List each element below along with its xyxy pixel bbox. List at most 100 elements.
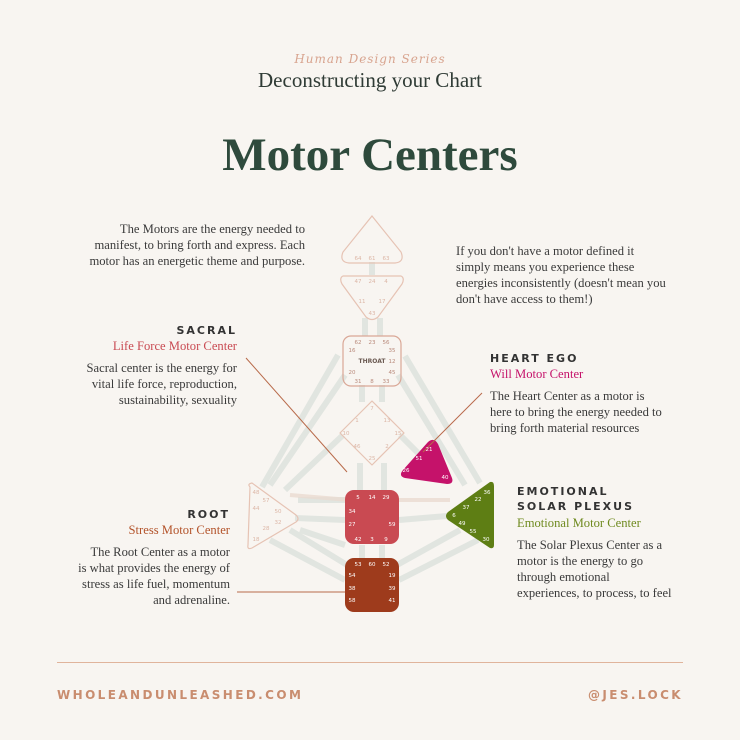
gate-label: 23: [369, 340, 376, 346]
heart-info: HEART EGO Will Motor Center The Heart Ce…: [490, 352, 690, 436]
gate-label: 33: [383, 379, 390, 385]
heart-subheading: Will Motor Center: [490, 367, 584, 381]
gate-label: 11: [359, 299, 366, 305]
gate-label: 3: [370, 537, 374, 543]
channel-lines: [259, 262, 483, 583]
gate-label: 36: [484, 490, 491, 496]
solar-subheading: Emotional Motor Center: [517, 516, 641, 530]
gate-label: 30: [483, 537, 490, 543]
gate-label: 1: [355, 418, 359, 424]
gate-label: 32: [275, 520, 282, 526]
gate-label: 34: [349, 509, 356, 515]
sacral-info: SACRAL Life Force Motor Center Sacral ce…: [60, 324, 237, 408]
gate-label: 47: [355, 279, 362, 285]
root-subheading: Stress Motor Center: [128, 523, 230, 537]
footer-divider: [57, 662, 683, 663]
heart-center: [400, 439, 453, 484]
gate-label: 10: [343, 431, 350, 437]
root-info: ROOT Stress Motor Center The Root Center…: [60, 508, 230, 608]
gate-label: 14: [369, 495, 376, 501]
gate-label: 64: [355, 256, 362, 262]
gate-label: 56: [383, 340, 390, 346]
head-center: [341, 215, 403, 264]
gate-label: 16: [349, 348, 356, 354]
gate-label: 59: [389, 522, 396, 528]
gate-label: 29: [383, 495, 390, 501]
gate-label: 26: [403, 468, 410, 474]
page-subtitle: Deconstructing your Chart: [258, 68, 482, 92]
gate-label: 55: [470, 529, 477, 535]
throat-label: THROAT: [359, 358, 387, 365]
gate-label: 45: [389, 370, 396, 376]
gate-label: 35: [389, 348, 396, 354]
sacral-subheading: Life Force Motor Center: [112, 339, 237, 353]
root-center: [345, 558, 399, 612]
gate-label: 17: [379, 299, 386, 305]
sacral-heading: SACRAL: [176, 324, 237, 337]
gate-label: 40: [442, 475, 449, 481]
solar-plexus-center: [446, 481, 494, 549]
gate-label: 38: [349, 586, 356, 592]
heart-heading: HEART EGO: [490, 352, 579, 365]
gate-label: 50: [275, 509, 282, 515]
gate-label: 24: [369, 279, 376, 285]
solar-plexus-info: EMOTIONAL SOLAR PLEXUS Emotional Motor C…: [517, 485, 707, 601]
gate-label: 44: [253, 506, 260, 512]
gate-label: 13: [384, 418, 391, 424]
spleen-center: [247, 482, 299, 550]
gate-label: 51: [416, 456, 423, 462]
gate-label: 18: [253, 537, 260, 543]
heart-leader-line: [422, 392, 483, 453]
throat-center: [342, 335, 402, 387]
gate-label: 7: [370, 406, 374, 412]
gate-label: 27: [349, 522, 356, 528]
gate-label: 37: [463, 505, 470, 511]
gate-label: 20: [349, 370, 356, 376]
gate-label: 4: [384, 279, 388, 285]
gate-label: 31: [355, 379, 362, 385]
gate-label: 21: [426, 447, 433, 453]
gate-label: 2: [385, 444, 389, 450]
solar-heading-line1: EMOTIONAL: [517, 485, 609, 498]
solar-heading-line2: SOLAR PLEXUS: [517, 500, 635, 513]
gate-label: 5: [356, 495, 360, 501]
root-heading: ROOT: [187, 508, 230, 521]
gate-label: 12: [389, 359, 396, 365]
gate-label: 46: [354, 444, 361, 450]
g-center: [339, 400, 405, 466]
gate-label: 15: [395, 431, 402, 437]
gate-label: 63: [383, 256, 390, 262]
sacral-leader-line: [245, 357, 348, 473]
gate-label: 42: [355, 537, 362, 543]
gate-label: 58: [349, 598, 356, 604]
gate-label: 6: [452, 513, 456, 519]
gate-label: 60: [369, 562, 376, 568]
gate-label: 28: [263, 526, 270, 532]
gate-label: 54: [349, 573, 356, 579]
gate-label: 22: [475, 497, 482, 503]
series-label: Human Design Series: [294, 52, 446, 66]
gate-label: 62: [355, 340, 362, 346]
gate-label: 8: [370, 379, 374, 385]
footer-handle[interactable]: @JES.LOCK: [588, 688, 683, 702]
gate-label: 43: [369, 311, 376, 317]
gate-label: 49: [459, 521, 466, 527]
gate-label: 57: [263, 498, 270, 504]
gate-label: 9: [384, 537, 388, 543]
gate-label: 39: [389, 586, 396, 592]
ajna-center: [340, 275, 404, 321]
gate-label: 61: [369, 256, 376, 262]
gate-label: 41: [389, 598, 396, 604]
gate-label: 53: [355, 562, 362, 568]
gate-label: 25: [369, 456, 376, 462]
footer-website[interactable]: WHOLEANDUNLEASHED.COM: [57, 688, 304, 702]
page-title: Motor Centers: [222, 129, 518, 181]
gate-label: 19: [389, 573, 396, 579]
gate-label: 52: [383, 562, 390, 568]
